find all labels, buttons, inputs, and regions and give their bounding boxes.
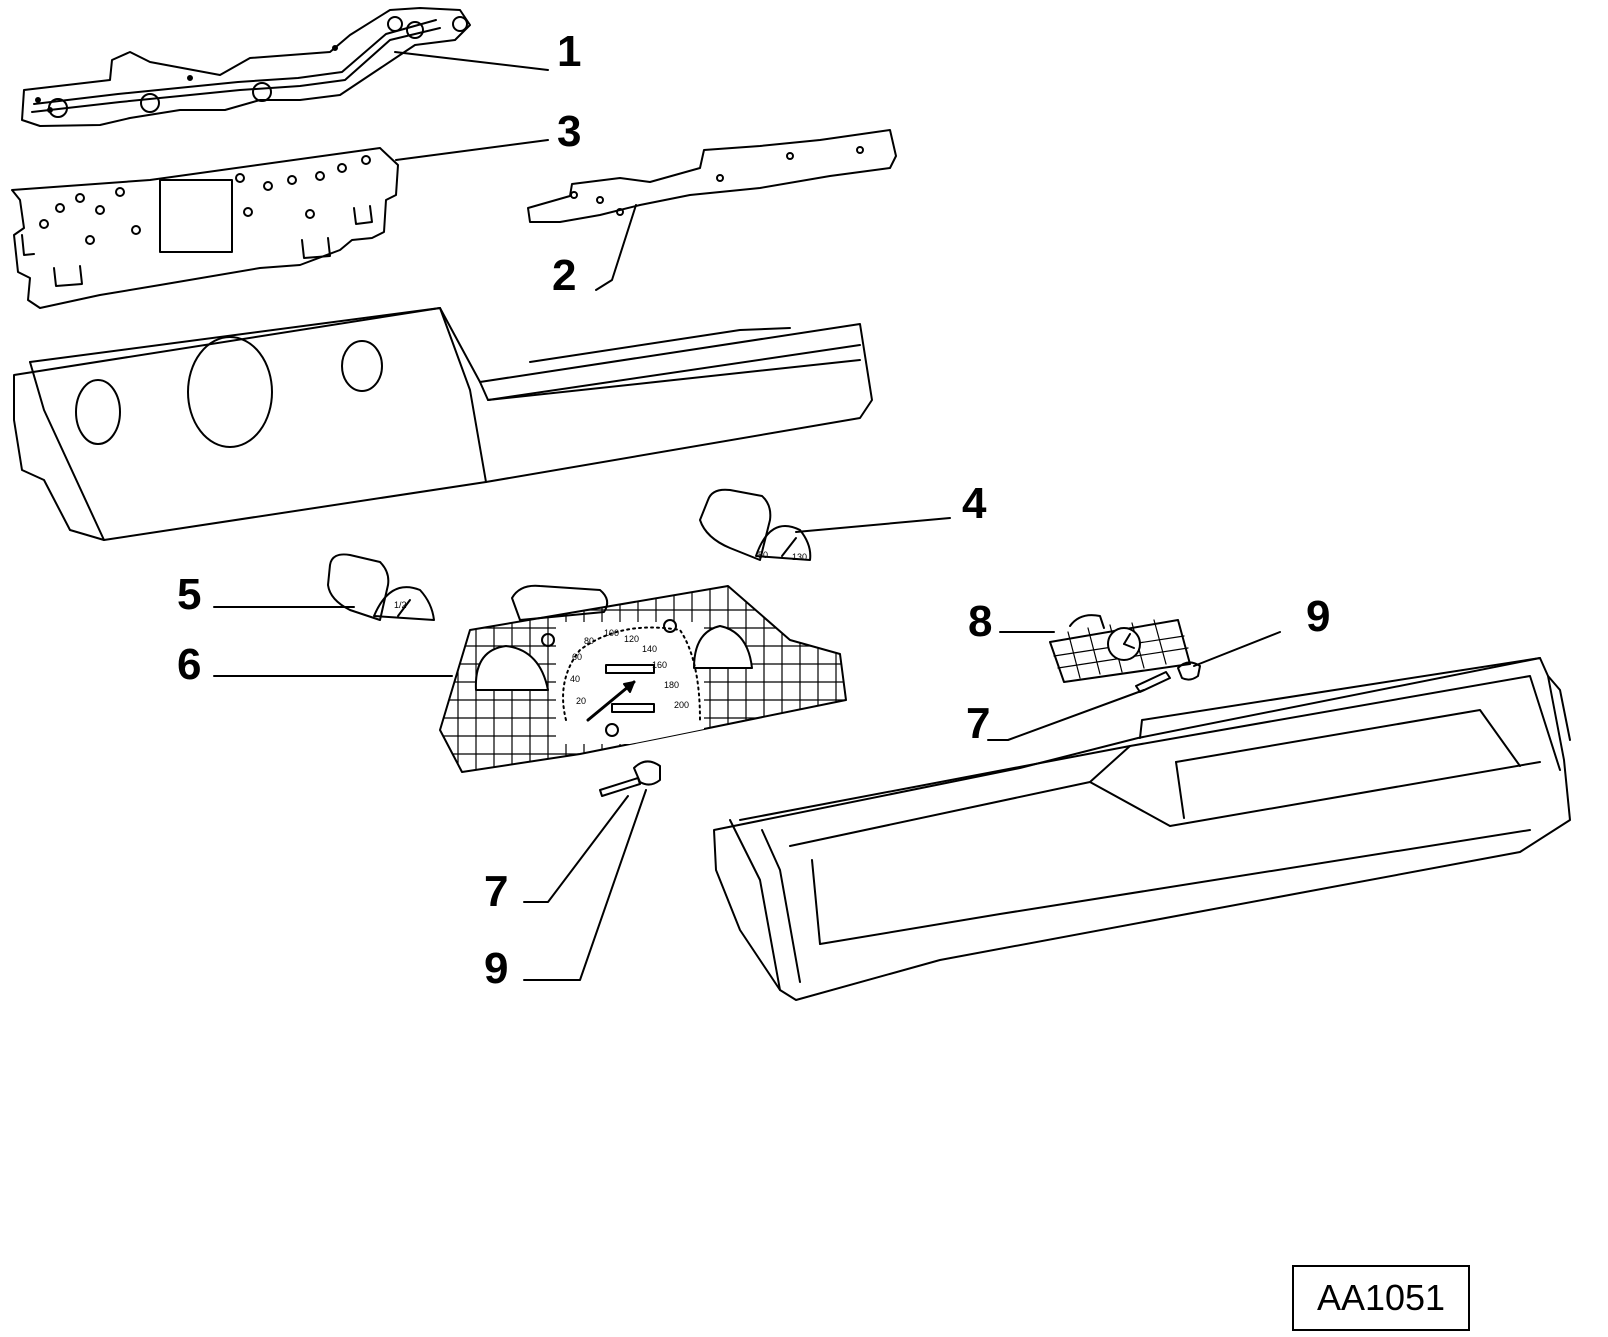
speed-180: 180 [664,680,679,690]
leader-3 [395,139,549,161]
callout-1: 1 [557,27,582,76]
part-4-temperature-gauge [699,488,812,561]
callout-6: 6 [177,640,202,689]
part-3-printed-circuit [11,147,399,309]
part-2-circuit-strip [527,129,897,223]
callout-7-left: 7 [484,867,509,916]
speed-160: 160 [652,660,667,670]
speed-40: 40 [570,674,580,684]
speed-20: 20 [576,696,586,706]
part-9-bulb-right [1177,661,1201,681]
speed-60: 60 [572,652,582,662]
speed-200: 200 [674,700,689,710]
callout-8: 8 [968,597,993,646]
drawing-code-box: AA1051 [1292,1265,1470,1331]
part-7-bulb-holder-right [1135,671,1171,693]
part-6-instrument-dial [439,584,847,773]
speedometer-scale: 20 40 60 80 100 120 140 160 180 200 [570,628,689,710]
speed-120: 120 [624,634,639,644]
speed-80: 80 [584,636,594,646]
leader-9-right [1193,631,1281,667]
speed-140: 140 [642,644,657,654]
part-1-circuit-strip [21,7,471,127]
fuel-half-label: 1/2 [394,600,407,610]
part-7-bulb-holder-left [599,777,641,797]
part-9-bulb-left [633,760,661,786]
leader-2 [595,204,637,291]
callout-5: 5 [177,570,202,619]
callout-9-right: 9 [1306,592,1331,641]
leader-7-right [987,689,1145,741]
part-8-clock [1049,614,1191,683]
part-5-fuel-gauge [327,553,435,621]
callout-2: 2 [552,251,577,300]
speed-100: 100 [604,628,619,638]
callout-9-left: 9 [484,944,509,993]
leader-9-left [523,789,647,981]
leader-7-left [523,795,629,903]
leader-4 [795,517,951,533]
callout-4: 4 [962,479,987,528]
callout-7-right: 7 [966,699,991,748]
temp-high-label: 130 [792,552,807,562]
instrument-cover-lens [713,657,1571,1001]
temp-low-label: 50 [758,550,768,560]
leader-1 [394,51,549,71]
callout-3: 3 [557,107,582,156]
instrument-housing [13,307,873,541]
